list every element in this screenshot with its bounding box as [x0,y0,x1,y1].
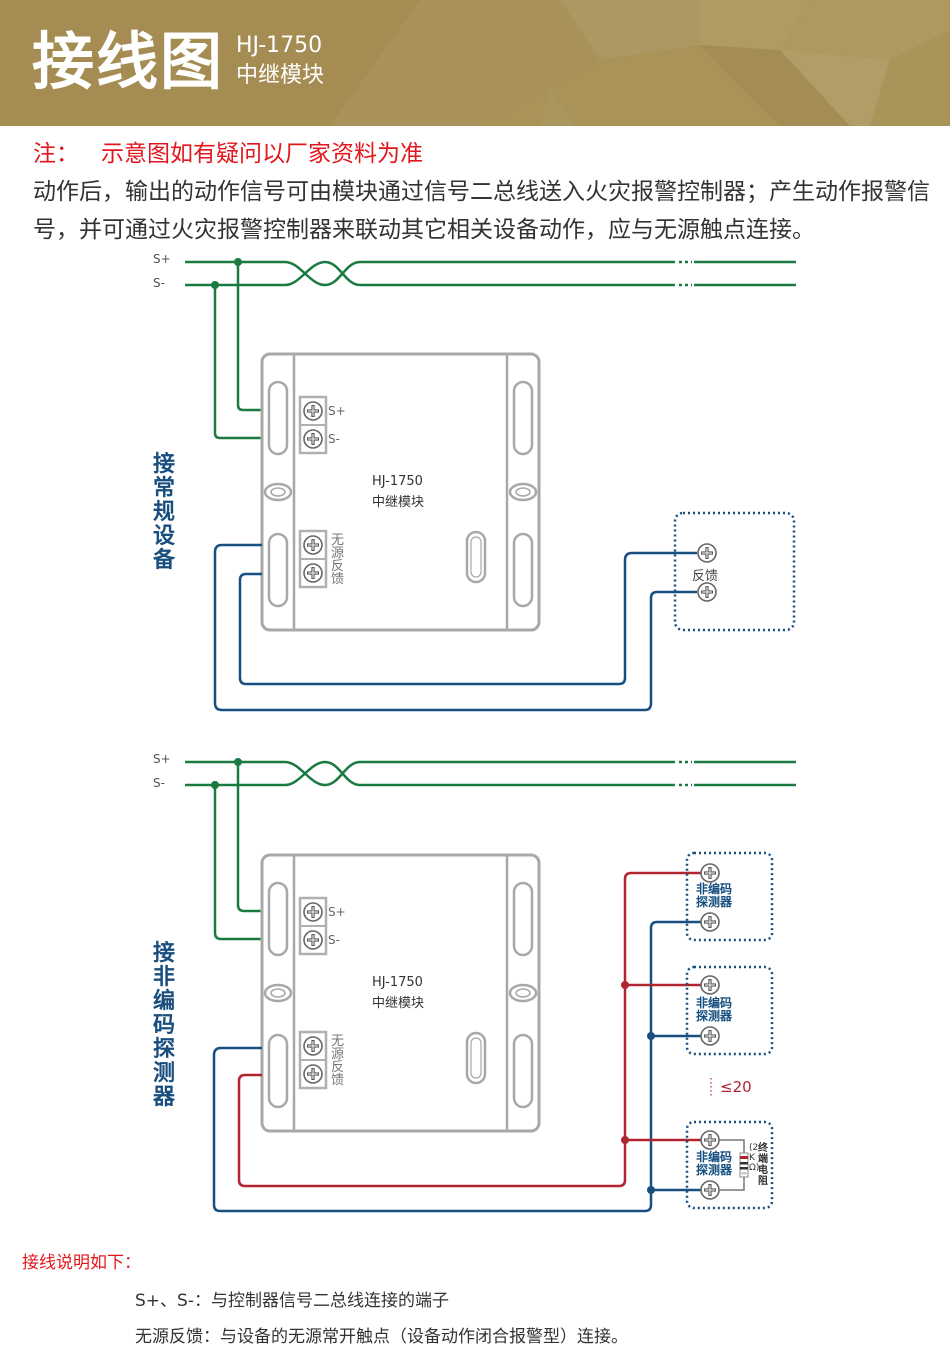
side-label-top: 接常规设备 [152,452,175,573]
product-name: 中继模块 [236,63,325,88]
terminal-minus-label-bottom: S- [328,933,340,947]
header-banner: 接线图 HJ-1750 中继模块 [0,0,950,126]
terminal-minus-label-top: S- [328,432,340,446]
detector-box-3 [685,1120,774,1210]
detector-box-1 [685,851,774,942]
bus-plus-label-top: S+ [153,252,171,266]
page-title: 接线图 [32,25,225,98]
wiring-note-item: 无源反馈：与设备的无源常开触点（设备动作闭合报警型）连接。 [135,1327,628,1347]
end-resistor-icon [719,1139,749,1191]
diagram-top [185,258,796,712]
module-name-top: 中继模块 [372,495,425,510]
side-label-bottom: 接非编码探测器 [152,941,175,1110]
module-name-bottom: 中继模块 [372,996,425,1011]
note-text: 示意图如有疑问以厂家资料为准 [101,141,423,167]
wiring-diagram [185,258,796,1213]
bus-minus-label-bottom: S- [153,776,165,790]
banner-polygon-pattern [0,0,950,126]
disclaimer-note: 注： 示意图如有疑问以厂家资料为准 [33,138,423,170]
resistor-value: (2KΩ) [749,1143,760,1173]
resistor-label: 终端电阻 [758,1143,768,1187]
device-terminal-icon [696,581,718,603]
bus-minus-label-top: S- [153,276,165,290]
detector-label-3: 非编码 探测器 [696,1150,733,1177]
feedback-wires-top [213,543,697,712]
diagram-bottom [185,758,796,1213]
device-terminal-icon [696,542,718,564]
detector-label-2: 非编码 探测器 [696,996,733,1023]
detector-label-1: 非编码 探测器 [696,882,733,909]
bus-lines-top [185,260,796,440]
detector-box-2 [685,965,774,1056]
bus-lines-bottom [185,760,796,941]
terminal-plus-label-bottom: S+ [328,905,346,919]
wiring-notes-title: 接线说明如下： [22,1253,141,1273]
detector-wire-red [237,871,710,1188]
device-feedback-label: 反馈 [692,569,719,584]
module-model-top: HJ-1750 [372,474,423,489]
detector-wire-blue [212,920,710,1213]
description-text: 动作后，输出的动作信号可由模块通过信号二总线送入火灾报警控制器；产生动作报警信号… [33,179,930,243]
feedback-device-box [673,511,796,632]
bus-plus-label-bottom: S+ [153,752,171,766]
product-model: HJ-1750 [236,33,323,58]
feedback-terminal-label-top: 无源反馈 [331,533,345,587]
max-detector-count: ≤20 [720,1078,752,1096]
terminal-plus-label-top: S+ [328,404,346,418]
note-prefix: 注： [33,141,79,167]
module-model-bottom: HJ-1750 [372,975,423,990]
wiring-note-item: S+、S-：与控制器信号二总线连接的端子 [135,1291,449,1311]
feedback-terminal-label-bottom: 无源反馈 [331,1034,345,1088]
